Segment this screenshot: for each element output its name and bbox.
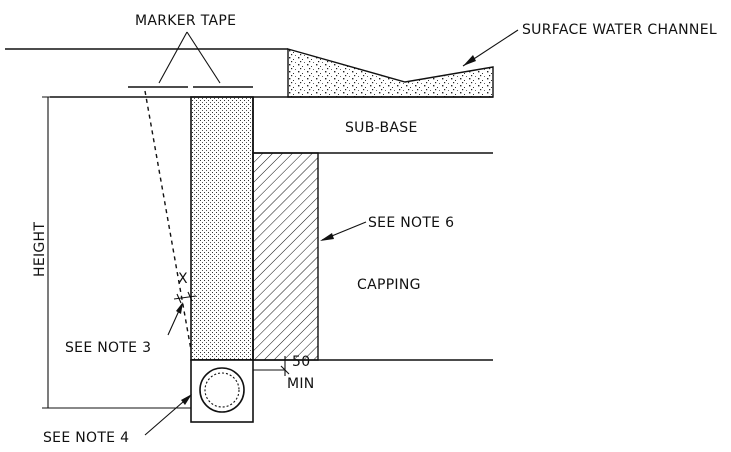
clearance-tick-right [187, 291, 193, 302]
tape-inclined-dashed-line [144, 90, 192, 351]
sub-base-label: SUB-BASE [345, 120, 418, 136]
marker-tape-label: MARKER TAPE [135, 13, 236, 29]
trench-backfill [190, 96, 254, 361]
see-note-6-arrowhead [320, 233, 334, 241]
surface-water-channel-label: SURFACE WATER CHANNEL [522, 22, 717, 38]
clearance-tick-left [176, 293, 182, 304]
see-note-4-arrowhead [181, 394, 192, 405]
height-label: HEIGHT [32, 222, 48, 277]
clearance-dimension-line [173, 295, 197, 300]
capping-hatch [252, 152, 319, 361]
pipe-outer [199, 367, 245, 413]
see-note-3-label: SEE NOTE 3 [65, 340, 151, 356]
dim-value-label: 50 [292, 354, 310, 370]
pipe-bedding-box [190, 359, 254, 423]
pipe-inner [204, 372, 240, 408]
min-dimension-tick-slash [280, 365, 290, 375]
see-note-3-arrowhead [176, 302, 183, 314]
crossing-mark-label: X [178, 271, 188, 287]
see-note-4-label: SEE NOTE 4 [43, 430, 129, 446]
marker-tape-leader-right [186, 31, 221, 84]
surface-water-channel-fill [287, 48, 494, 98]
see-note-6-label: SEE NOTE 6 [368, 215, 454, 231]
marker-tape-leader-left [158, 31, 188, 84]
capping-label: CAPPING [357, 277, 421, 293]
surface-water-channel-arrowhead [463, 55, 476, 66]
dim-min-label: MIN [287, 376, 315, 392]
